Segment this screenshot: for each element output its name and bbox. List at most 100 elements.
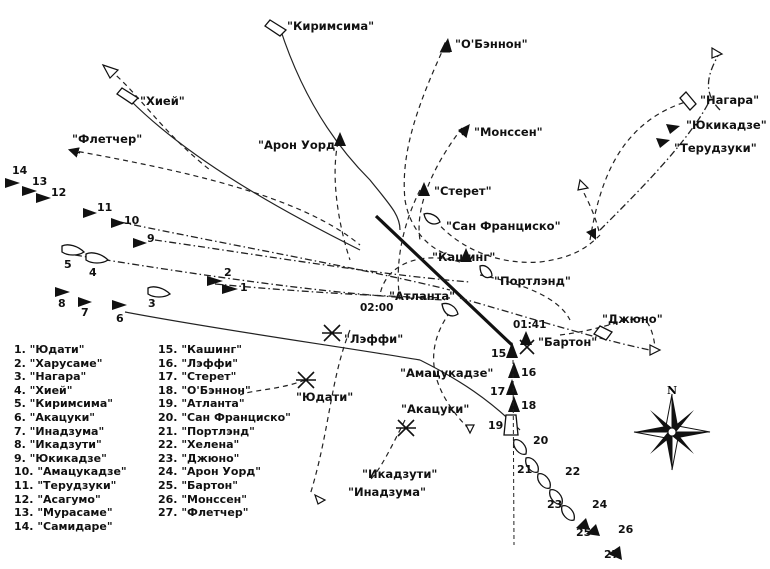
legend-item: 22. "Хелена" [158,438,240,452]
track-sterett [397,189,421,301]
legend-item: 18. "О'Бэннон" [158,383,251,397]
track-amatsukaze [119,221,451,291]
track-laffey [309,329,351,496]
label-aaron-ward: "Арон Уорд" [258,138,342,152]
legend-item: 27. "Флетчер" [158,506,249,520]
ship-4 [85,252,110,264]
track-yukikaze [154,239,471,283]
num-2: 2 [224,266,232,279]
num-1: 1 [240,281,248,294]
num-12: 12 [51,186,67,199]
wreck-cushing [519,339,535,355]
num-15: 15 [491,347,507,360]
ship-14 [5,178,20,188]
num-4: 4 [89,266,97,279]
num-17: 17 [490,385,506,398]
ship-10 [111,218,125,228]
ship-19 [503,414,519,436]
ship-juneau [593,325,613,341]
legend-item: 12. "Асагумо" [14,492,101,506]
ship-san-francisco [423,212,441,225]
num-19: 19 [488,419,504,432]
label-obannon: "О'Бэннон" [455,37,528,51]
ship-yukikaze [666,124,680,134]
wreck-laffey [322,324,342,342]
legend-item: 26. "Монссен" [158,492,247,506]
track-kirishima-path [279,27,401,231]
track-yudachi [239,379,306,396]
ship-kirishima [264,19,288,37]
label-inazuma: "Инадзума" [348,485,426,499]
ship-25 [576,518,590,530]
track-nagara-dash [589,99,693,241]
num-8: 8 [58,297,66,310]
label-ikazuchi: "Икадзути" [362,467,438,481]
legend-item: 19. "Атланта" [158,397,245,411]
open-arrow-nw [101,63,120,79]
track-atlanta [433,311,471,431]
ship-3 [147,286,172,298]
track-cushing [379,257,461,296]
label-monssen: "Монссен" [474,125,543,139]
open-arrow-ne [711,46,724,59]
ship-sterett [418,182,430,196]
time-0200: 02:00 [360,302,394,314]
label-laffey: "Лэффи" [344,332,404,346]
open-arrow-sw [313,493,327,505]
legend-item: 11. "Терудзуки" [14,478,117,492]
label-akatsuki: "Акацуки" [401,402,470,416]
ship-cushing [460,248,472,262]
us-battle-line [374,214,514,347]
num-11: 11 [97,201,113,214]
label-teruzuki: "Терудзуки" [674,141,757,155]
ship-16 [508,362,520,378]
ship-20 [513,439,527,455]
ship-east-mid [586,228,596,240]
num-5: 5 [64,258,72,271]
num-18: 18 [521,399,537,412]
legend-item: 2. "Харусаме" [14,356,103,370]
track-harusame [214,283,451,299]
num-6: 6 [116,312,124,325]
label-juneau: "Джюно" [602,312,663,326]
ship-6 [112,300,127,310]
legend-item: 6. "Акацуки" [14,410,96,424]
label-atlanta: "Атланта" [389,289,456,303]
label-fletcher: "Флетчер" [72,132,143,146]
compass-north-label: N [667,384,678,397]
legend-item: 25. "Бартон" [158,478,238,492]
num-14: 14 [12,164,28,177]
num-7: 7 [81,306,89,319]
num-9: 9 [147,232,155,245]
track-hiei-arrow [109,69,211,171]
label-hiei: "Хией" [140,94,185,108]
legend-japanese: 1. "Юдати" 2. "Харусаме" 3. "Нагара" 4. … [14,343,127,533]
ship-24 [561,505,575,521]
ship-portland [479,264,493,279]
ship-aaron-ward [334,132,346,146]
track-obannon [403,44,451,256]
ship-atlanta [441,302,459,317]
num-13: 13 [32,175,48,188]
open-arrow-s [465,424,475,435]
label-cushing: "Кашинг" [432,250,496,264]
num-26: 26 [618,523,634,536]
open-arrow-se [649,344,662,356]
ship-22 [537,473,551,489]
track-monssen [418,127,463,241]
ship-23 [549,489,563,505]
track-line-east [459,297,651,351]
num-16: 16 [521,366,537,379]
legend-item: 24. "Арон Уорд" [158,465,261,479]
num-25: 25 [576,526,592,539]
num-27: 27 [604,548,620,561]
label-portland: "Портлэнд" [494,274,571,288]
label-san-francisco: "Сан Франциско" [446,219,561,233]
legend-item: 14. "Самидаре" [14,519,113,533]
legend-item: 7. "Инадзума" [14,424,105,438]
legend-item: 20. "Сан Франциско" [158,410,291,424]
ship-21 [525,457,539,473]
legend-item: 13. "Мурасаме" [14,506,113,520]
legend-item: 3. "Нагара" [14,370,87,384]
